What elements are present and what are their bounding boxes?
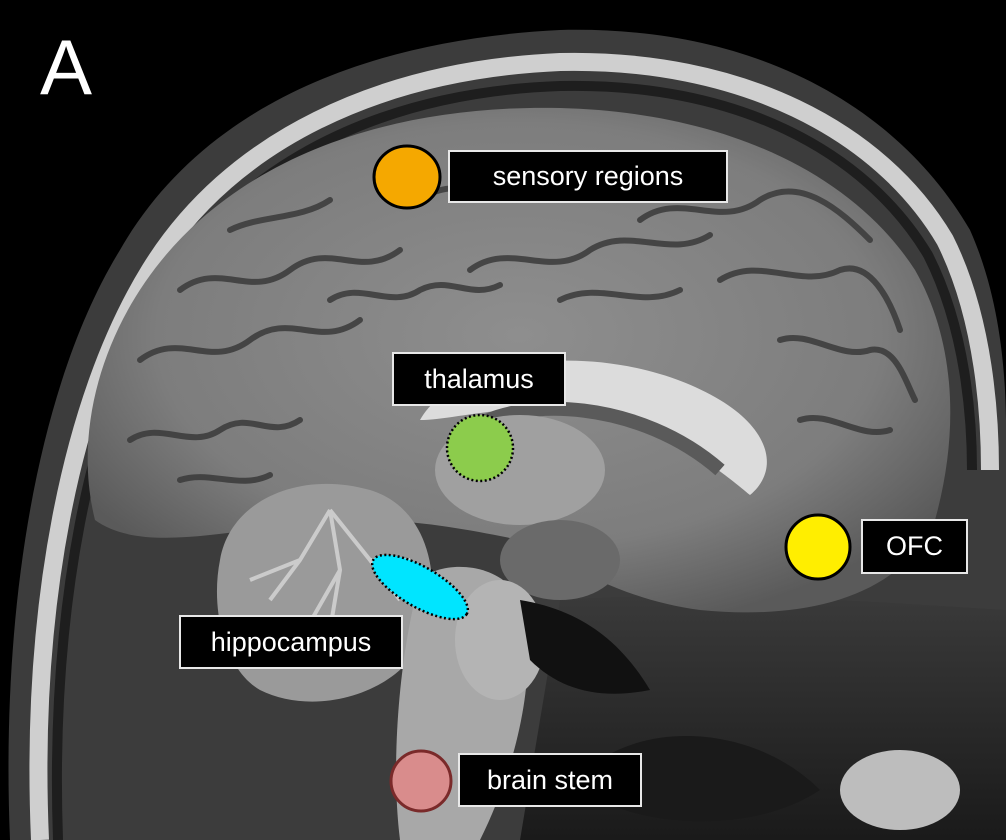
panel-letter: A xyxy=(40,28,92,106)
sensory-regions-marker xyxy=(374,146,440,208)
ofc-label: OFC xyxy=(861,519,968,574)
brain-stem-label: brain stem xyxy=(458,753,642,807)
thalamus-marker xyxy=(447,415,513,481)
sensory-regions-label: sensory regions xyxy=(448,150,728,203)
thalamus-label: thalamus xyxy=(392,352,566,406)
ofc-marker xyxy=(786,515,850,579)
hippocampus-label: hippocampus xyxy=(179,615,403,669)
brainstem-marker xyxy=(391,751,451,811)
